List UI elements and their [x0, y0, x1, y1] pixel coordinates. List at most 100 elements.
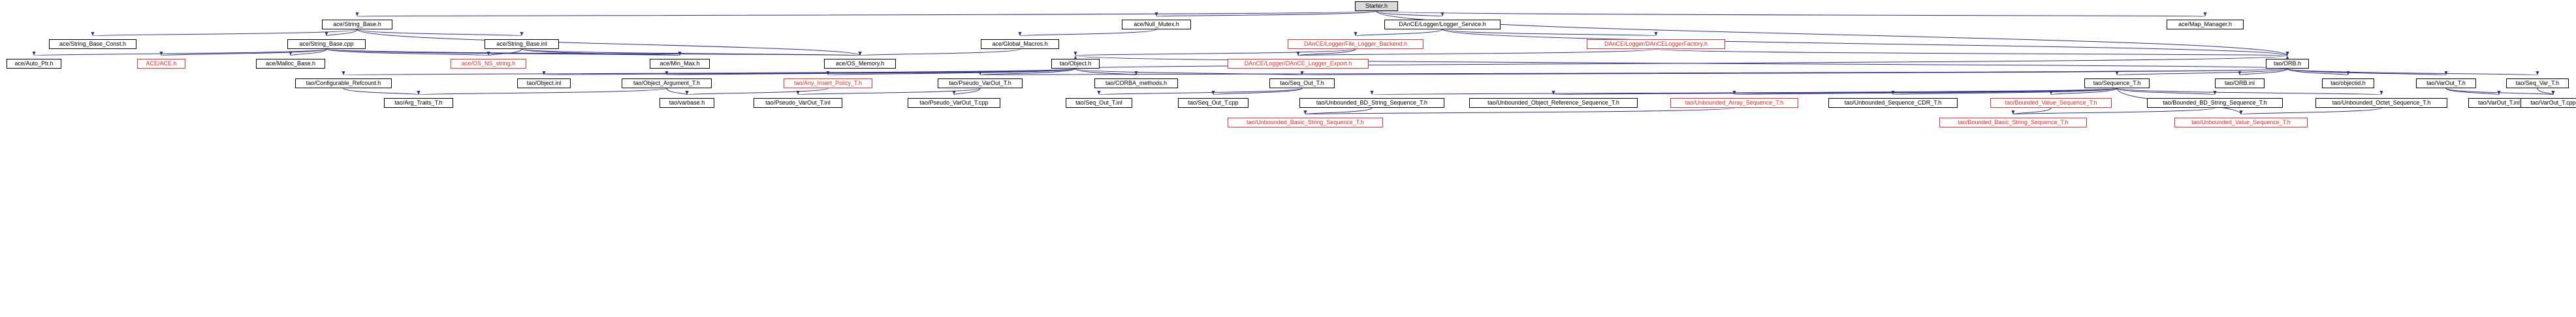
- graph-node-tao-unbounded-sequence-cdr-t-h[interactable]: tao/Unbounded_Sequence_CDR_T.h: [1828, 98, 1958, 108]
- graph-node-tao-arg-traits-t-h[interactable]: tao/Arg_Traits_T.h: [384, 98, 453, 108]
- graph-node-ace-string-base-inl[interactable]: ace/String_Base.inl: [485, 39, 559, 49]
- graph-edge: [1655, 48, 2288, 56]
- graph-node-ace-string-base-const-h[interactable]: ace/String_Base_Const.h: [49, 39, 136, 49]
- graph-node-tao-seq-out-t-inl[interactable]: tao/Seq_Out_T.inl: [1066, 98, 1132, 108]
- graph-node-tao-object-inl[interactable]: tao/Object.inl: [517, 78, 571, 88]
- graph-node-tao-unbounded-value-sequence-t-h[interactable]: tao/Unbounded_Value_Sequence_T.h: [2174, 118, 2308, 127]
- graph-edge: [486, 48, 522, 56]
- graph-edge: [2238, 68, 2288, 76]
- graph-edge: [1376, 10, 2206, 17]
- graph-node-tao-unbounded-octet-sequence-t-h[interactable]: tao/Unbounded_Octet_Sequence_T.h: [2315, 98, 2447, 108]
- graph-node-tao-corba-methods-h[interactable]: tao/CORBA_methods.h: [1094, 78, 1178, 88]
- graph-edge: [2011, 107, 2052, 115]
- graph-node-tao-orb-inl[interactable]: tao/ORB.inl: [2215, 78, 2265, 88]
- graph-edge: [543, 68, 1076, 76]
- graph-edge: [1297, 48, 1657, 56]
- graph-edge: [357, 29, 523, 37]
- graph-node-ace-min-max-h[interactable]: ace/Min_Max.h: [650, 59, 710, 69]
- graph-node-tao-unbounded-basic-string-sequence-t-h[interactable]: tao/Unbounded_Basic_String_Sequence_T.h: [1228, 118, 1383, 127]
- graph-edge: [2445, 88, 2501, 95]
- graph-edge: [1371, 88, 2118, 95]
- graph-edge: [2116, 88, 2217, 95]
- graph-node-dance-logger-dance-logger-export-h[interactable]: DAnCE/Logger/DAnCE_Logger_Export.h: [1228, 59, 1369, 69]
- graph-edge: [1019, 29, 1157, 37]
- graph-edge: [326, 48, 490, 56]
- graph-edge: [357, 29, 862, 56]
- graph-edge: [289, 48, 327, 56]
- graph-edge: [2240, 107, 2382, 115]
- graph-node-ace-malloc-base-h[interactable]: ace/Malloc_Base.h: [256, 59, 325, 69]
- graph-node-dance-logger-file-logger-backend-h[interactable]: DAnCE/Logger/File_Logger_Backend.h: [1288, 39, 1423, 49]
- graph-edge: [357, 10, 1377, 17]
- graph-edge: [686, 88, 829, 95]
- graph-edge: [521, 48, 861, 56]
- graph-node-dance-logger-logger-service-h[interactable]: DAnCE/Logger/Logger_Service.h: [1384, 20, 1501, 29]
- graph-node-tao-any-insert-policy-t-h[interactable]: tao/Any_Insert_Policy_T.h: [784, 78, 872, 88]
- graph-edge: [2116, 88, 2383, 95]
- graph-edge: [2012, 107, 2216, 115]
- graph-edge: [33, 48, 327, 56]
- graph-edge: [666, 68, 1076, 76]
- graph-node-tao-pseudo-varout-t-inl[interactable]: tao/Pseudo_VarOut_T.inl: [754, 98, 842, 108]
- graph-edge: [91, 29, 358, 37]
- graph-node-tao-varout-t-cpp[interactable]: tao/VarOut_T.cpp: [2520, 98, 2576, 108]
- graph-node-tao-unbounded-object-reference-sequence-t-h[interactable]: tao/Unbounded_Object_Reference_Sequence_…: [1469, 98, 1638, 108]
- graph-edge: [1376, 10, 1444, 17]
- graph-edge: [2116, 68, 2288, 76]
- graph-node-ace-string-base-cpp[interactable]: ace/String_Base.cpp: [287, 39, 366, 49]
- graph-node-tao-bounded-bd-string-sequence-t-h[interactable]: tao/Bounded_BD_String_Sequence_T.h: [2147, 98, 2283, 108]
- graph-edge: [1376, 10, 2289, 56]
- graph-node-tao-pseudo-varout-t-h[interactable]: tao/Pseudo_VarOut_T.h: [938, 78, 1023, 88]
- graph-node-ace-os-ns-string-h[interactable]: ace/OS_NS_string.h: [451, 59, 526, 69]
- graph-edge: [979, 68, 2288, 76]
- graph-node-ace-ace-h[interactable]: ACE/ACE.h: [137, 59, 185, 69]
- graph-node-tao-seq-out-t-h[interactable]: tao/Seq_Out_T.h: [1269, 78, 1335, 88]
- graph-node-tao-object-argument-t-h[interactable]: tao/Object_Argument_T.h: [622, 78, 712, 88]
- graph-edge: [1303, 107, 1373, 115]
- graph-edge: [325, 29, 358, 37]
- graph-edge: [1442, 29, 1657, 37]
- graph-node-ace-string-base-h[interactable]: ace/String_Base.h: [322, 20, 392, 29]
- graph-node-ace-os-memory-h[interactable]: ace/OS_Memory.h: [824, 59, 896, 69]
- graph-node-ace-auto-ptr-h[interactable]: ace/Auto_Ptr.h: [7, 59, 61, 69]
- graph-node-tao-varout-t-h[interactable]: tao/VarOut_T.h: [2416, 78, 2476, 88]
- graph-edge: [978, 68, 1076, 76]
- graph-edge: [1075, 68, 1138, 76]
- graph-node-tao-configurable-refcount-h[interactable]: tao/Configurable_Refcount.h: [295, 78, 392, 88]
- graph-edge: [952, 88, 981, 95]
- graph-edge: [1098, 88, 1303, 95]
- graph-node-tao-objectid-h[interactable]: tao/objectid.h: [2322, 78, 2374, 88]
- graph-node-starter-h[interactable]: Starter.h: [1355, 1, 1398, 11]
- graph-edge: [797, 88, 981, 95]
- graph-node-dance-logger-danceloggerfactory-h[interactable]: DAnCE/Logger/DAnCELoggerFactory.h: [1587, 39, 1725, 49]
- graph-node-ace-map-manager-h[interactable]: ace/Map_Manager.h: [2167, 20, 2244, 29]
- graph-edge: [1211, 88, 1303, 95]
- graph-node-tao-orb-h[interactable]: tao/ORB.h: [2266, 59, 2309, 69]
- graph-node-ace-null-mutex-h[interactable]: ace/Null_Mutex.h: [1122, 20, 1191, 29]
- graph-node-tao-pseudo-varout-t-cpp[interactable]: tao/Pseudo_VarOut_T.cpp: [908, 98, 1000, 108]
- graph-edge: [2287, 68, 2350, 76]
- graph-node-tao-unbounded-array-sequence-t-h[interactable]: tao/Unbounded_Array_Sequence_T.h: [1670, 98, 1798, 108]
- graph-node-ace-global-macros-h[interactable]: ace/Global_Macros.h: [981, 39, 1059, 49]
- graph-edge: [343, 88, 421, 95]
- graph-edge: [326, 48, 861, 56]
- graph-edge: [1074, 48, 1356, 56]
- graph-node-tao-unbounded-bd-string-sequence-t-h[interactable]: tao/Unbounded_BD_String_Sequence_T.h: [1299, 98, 1444, 108]
- graph-node-tao-sequence-t-h[interactable]: tao/Sequence_T.h: [2084, 78, 2150, 88]
- graph-edge: [160, 48, 327, 56]
- graph-node-tao-object-h[interactable]: tao/Object.h: [1051, 59, 1100, 69]
- graph-node-tao-bounded-basic-string-sequence-t-h[interactable]: tao/Bounded_Basic_String_Sequence_T.h: [1939, 118, 2087, 127]
- graph-node-tao-varbase-h[interactable]: tao/varbase.h: [660, 98, 714, 108]
- graph-edge: [1733, 88, 2118, 95]
- graph-node-tao-seq-out-t-cpp[interactable]: tao/Seq_Out_T.cpp: [1178, 98, 1248, 108]
- graph-edge: [1892, 88, 2118, 95]
- graph-edge: [2445, 88, 2555, 95]
- graph-edge: [417, 88, 667, 95]
- graph-node-tao-seq-var-t-h[interactable]: tao/Seq_Var_T.h: [2506, 78, 2569, 88]
- graph-edge: [666, 88, 689, 95]
- graph-edge: [827, 68, 1076, 76]
- graph-node-tao-bounded-value-sequence-t-h[interactable]: tao/Bounded_Value_Sequence_T.h: [1990, 98, 2112, 108]
- graph-edge: [1301, 68, 2288, 76]
- graph-edge: [1354, 29, 1443, 37]
